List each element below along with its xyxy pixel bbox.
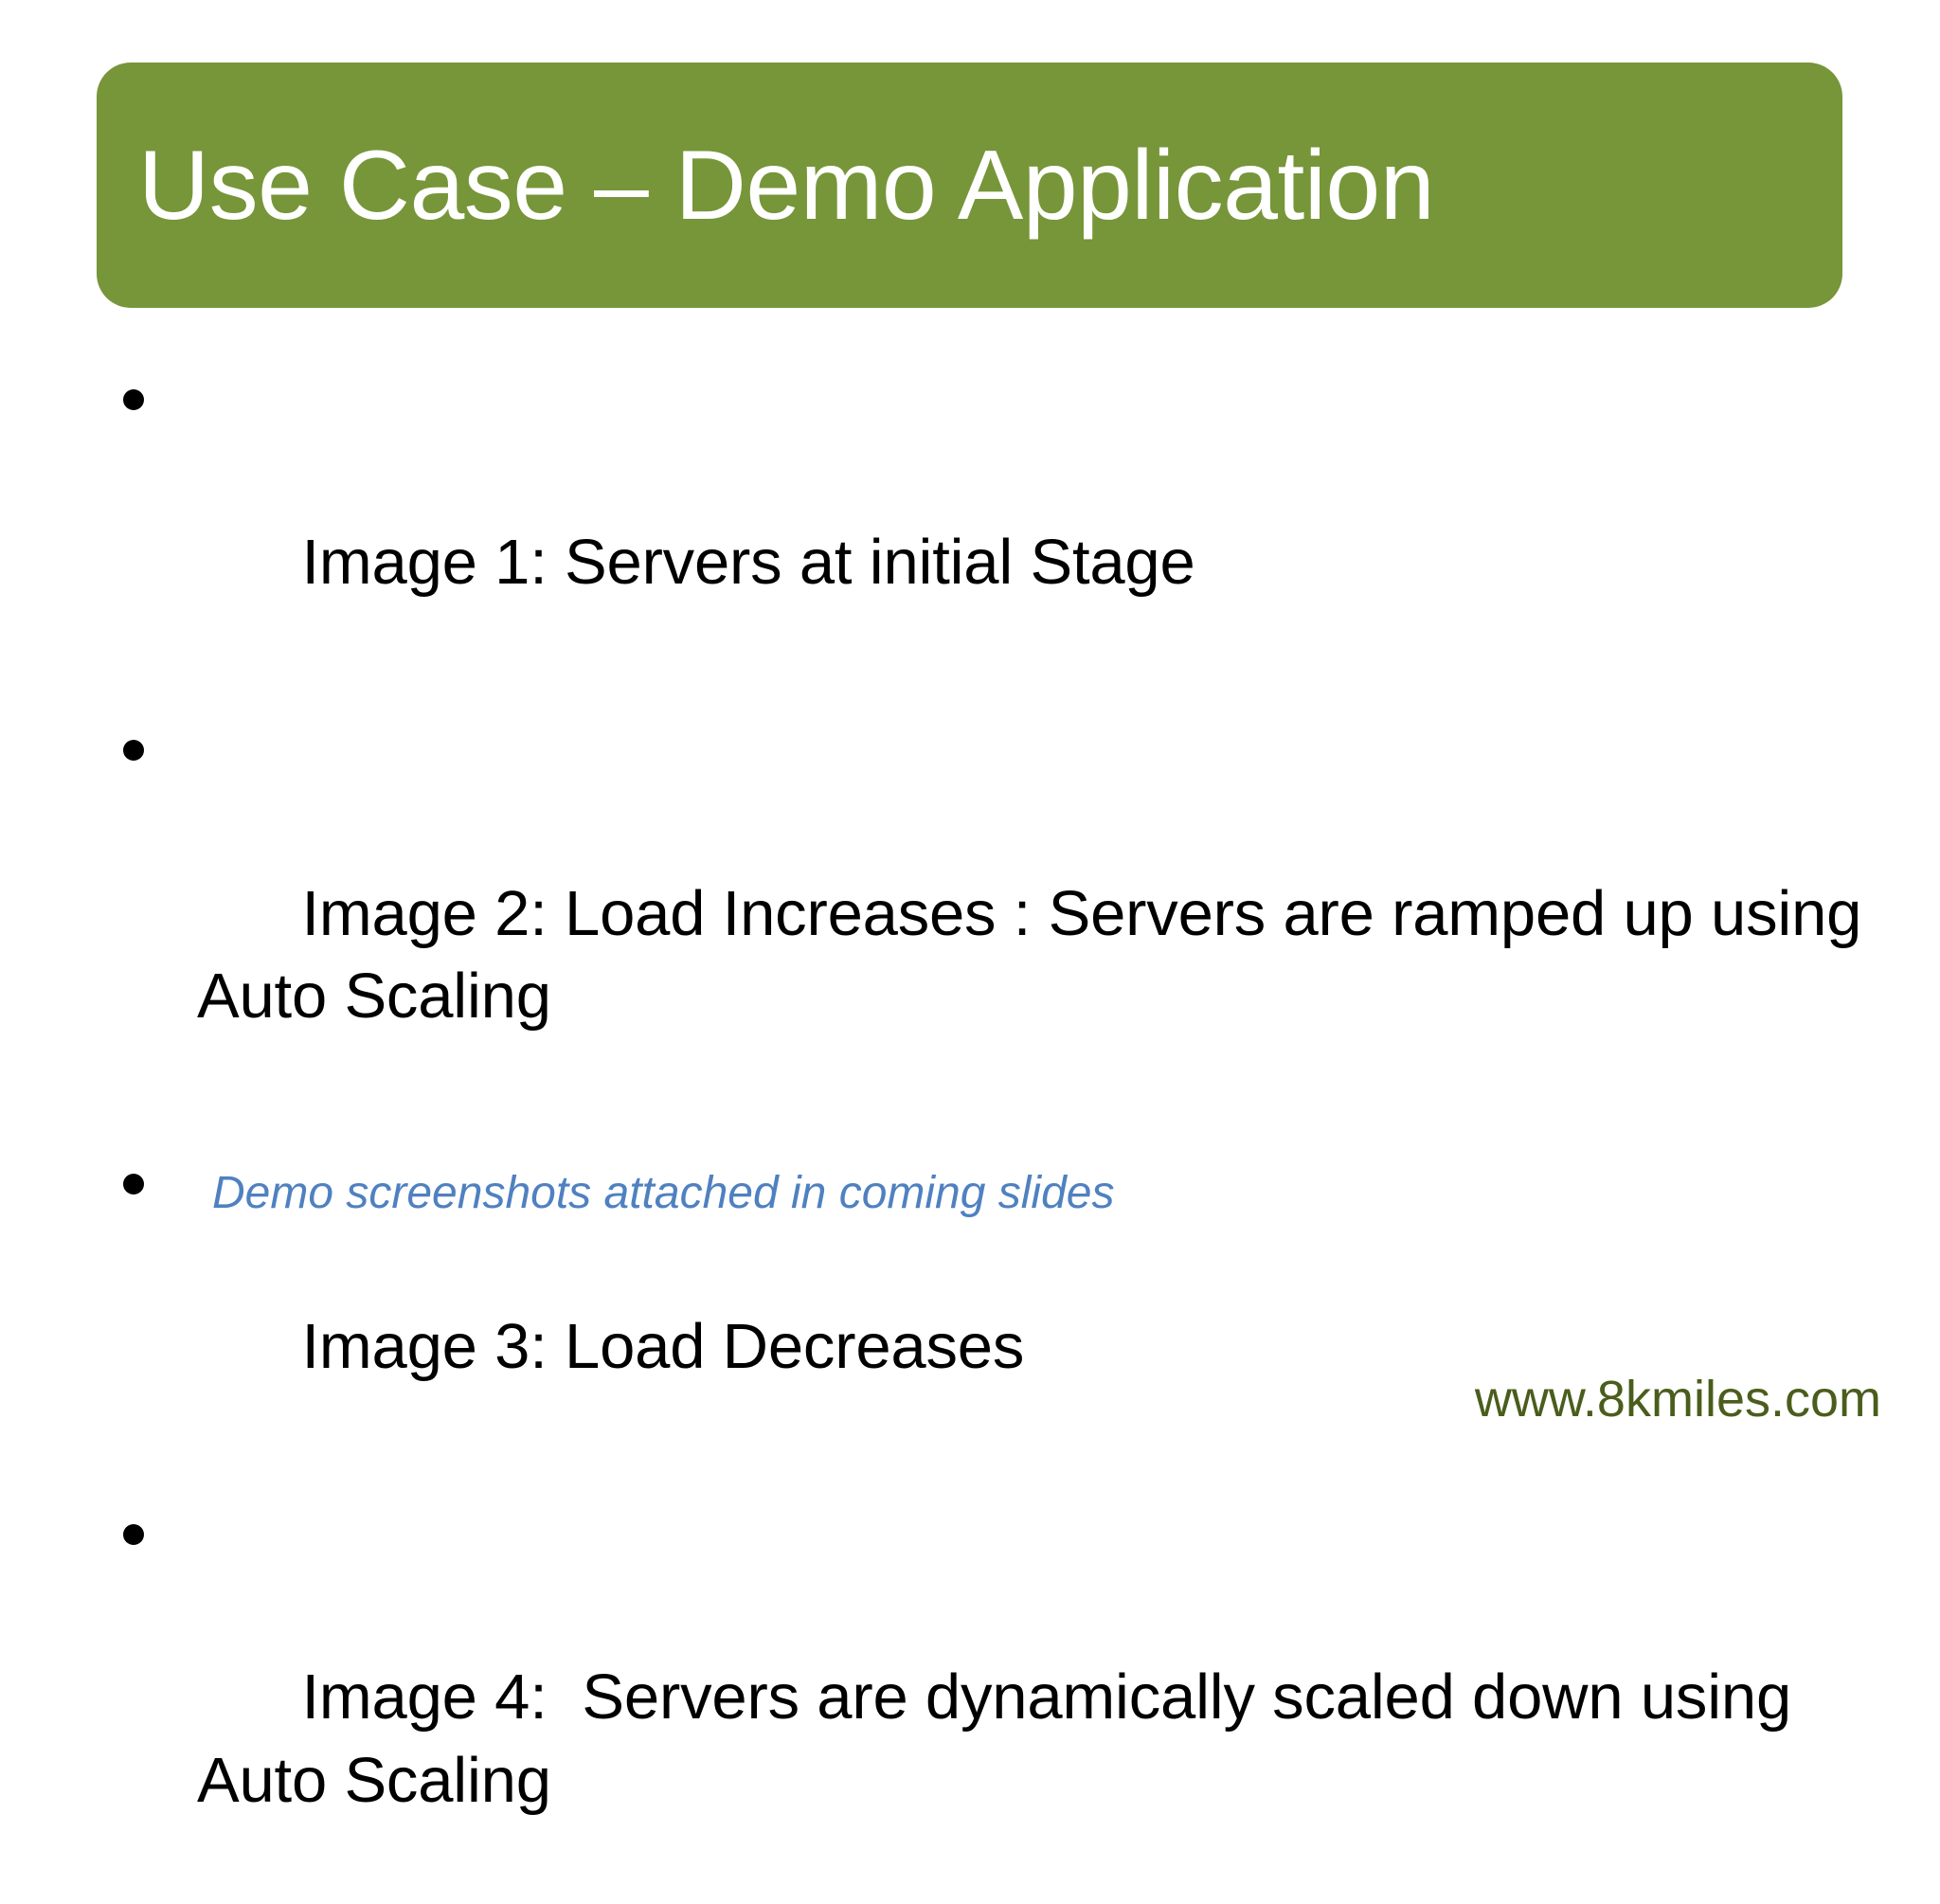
list-item: Image 1: Servers at initial Stage <box>106 356 1887 686</box>
bullet-dot-icon <box>123 1173 144 1194</box>
list-item: Image 4: Servers are dynamically scaled … <box>106 1491 1887 1903</box>
list-item-label: Image 1: Servers at initial Stage <box>301 527 1195 599</box>
footer-website-url: www.8kmiles.com <box>1474 1371 1881 1428</box>
list-item-label: Image 4: Servers are dynamically scaled … <box>197 1662 1805 1816</box>
bullet-dot-icon <box>123 389 144 410</box>
list-item: Image 2: Load Increases : Servers are ra… <box>106 707 1887 1119</box>
list-item-label: Image 3: Load Decreases <box>301 1311 1025 1383</box>
list-item-label: Image 2: Load Increases : Servers are ra… <box>197 877 1876 1032</box>
presentation-slide: Use Case – Demo Application Image 1: Ser… <box>97 63 1881 1816</box>
page-title: Use Case – Demo Application <box>138 130 1435 241</box>
bullet-dot-icon <box>123 1524 144 1546</box>
bullet-dot-icon <box>123 740 144 762</box>
note-text: Demo screenshots attached in coming slid… <box>212 1168 1115 1218</box>
list-item: Image 3: Load Decreases <box>106 1141 1887 1470</box>
title-banner: Use Case – Demo Application <box>97 63 1842 308</box>
bullet-list: Image 1: Servers at initial Stage Image … <box>106 356 1887 1904</box>
